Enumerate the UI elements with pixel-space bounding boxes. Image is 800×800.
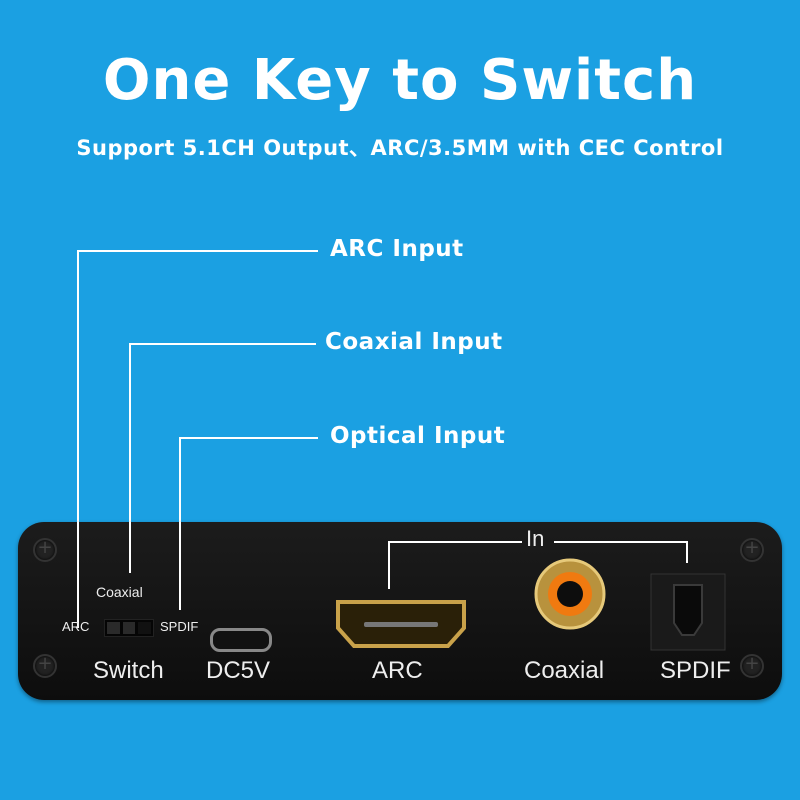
coaxial-input-label: Coaxial Input xyxy=(325,329,503,355)
coaxial-callout-line-end xyxy=(129,522,131,573)
arc-input-label: ARC Input xyxy=(330,236,464,262)
optical-input-label: Optical Input xyxy=(330,423,506,449)
in-bracket-left xyxy=(388,541,390,589)
coaxial-callout-line xyxy=(129,343,316,345)
in-bracket-right xyxy=(686,541,688,563)
spdif-port-label: SPDIF xyxy=(660,657,731,684)
mode-switch[interactable] xyxy=(104,619,154,637)
switch-label: Switch xyxy=(93,657,164,684)
screw-icon xyxy=(33,537,57,562)
optical-callout-line xyxy=(179,437,318,439)
arc-callout-line-end xyxy=(77,522,79,628)
arc-callout-line-v xyxy=(77,250,79,628)
screw-icon xyxy=(740,537,764,562)
screw-icon xyxy=(33,653,57,678)
in-bracket-top-right xyxy=(554,541,686,543)
subtitle: Support 5.1CH Output、ARC/3.5MM with CEC … xyxy=(76,136,724,160)
arc-port-label: ARC xyxy=(372,657,423,684)
in-label: In xyxy=(526,526,545,551)
optical-callout-line-end xyxy=(179,522,181,610)
spdif-optical-port xyxy=(650,573,726,651)
switch-arc-label: ARC xyxy=(62,619,90,634)
arc-callout-line xyxy=(77,250,318,252)
switch-spdif-label: SPDIF xyxy=(160,619,199,634)
micro-usb-port xyxy=(210,628,272,652)
screw-icon xyxy=(740,653,764,678)
switch-coaxial-label: Coaxial xyxy=(96,584,143,600)
dc5v-label: DC5V xyxy=(206,657,271,684)
in-bracket-top-left xyxy=(388,541,522,543)
coaxial-port-label: Coaxial xyxy=(524,657,605,684)
rca-coaxial-port xyxy=(534,558,606,630)
coaxial-callout-line-v xyxy=(129,343,131,573)
hdmi-arc-port xyxy=(336,600,466,648)
page-title: One Key to Switch xyxy=(102,48,698,113)
